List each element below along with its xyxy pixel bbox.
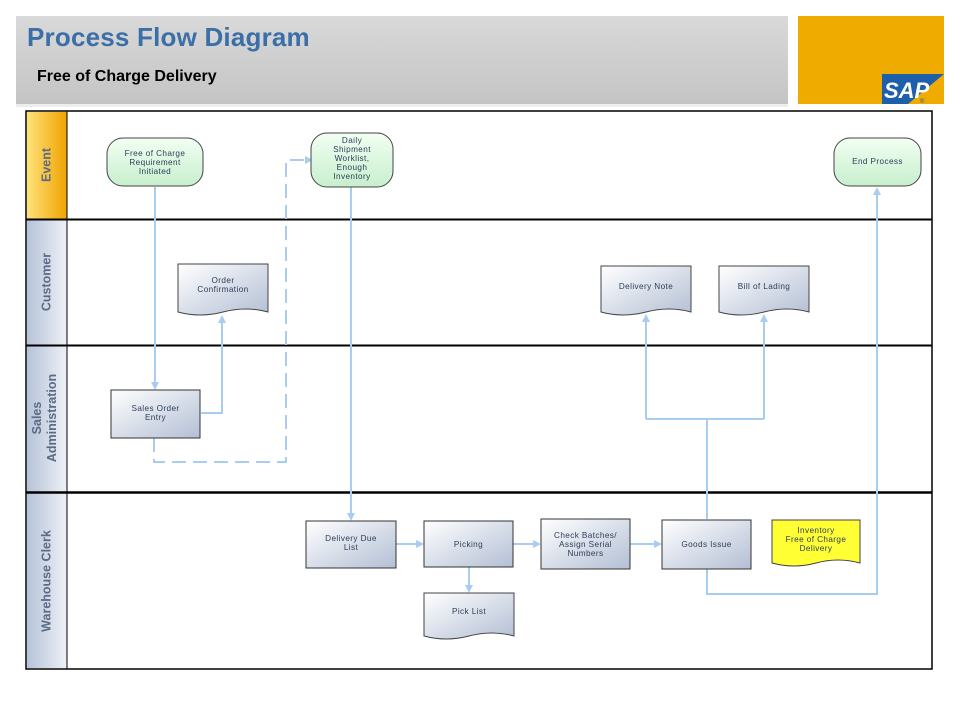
task-goods-issue-label: Goods Issue	[681, 540, 732, 549]
svg-text:®: ®	[920, 98, 925, 104]
task-check-batches-label: Check Batches/ Assign Serial Numbers	[554, 530, 617, 558]
lane-header-event	[27, 112, 67, 219]
document-order-confirmation	[177, 263, 269, 316]
document-pick-list	[423, 592, 515, 640]
document-inventory-foc-label: Inventory Free of Charge Delivery	[785, 525, 847, 553]
lane-label-warehouse: Warehouse Clerk	[39, 530, 54, 632]
connector-arrow	[201, 315, 226, 414]
document-pick-list-label: Pick List	[451, 606, 487, 616]
event-end-process-label: End Process	[852, 156, 903, 166]
task-sales-order-entry	[110, 389, 201, 439]
task-sales-order-entry-label: Sales Order Entry	[131, 404, 180, 422]
event-daily-shipment	[310, 132, 394, 188]
document-delivery-note-label: Delivery Note	[618, 281, 674, 291]
dashed-connector-arrow	[153, 156, 313, 463]
document-delivery-note	[600, 265, 692, 316]
sap-logo-text: SAP	[884, 78, 930, 103]
task-picking	[423, 520, 514, 568]
document-order-confirmation-label: Order Confirmation	[197, 276, 249, 294]
lane-label-customer: Customer	[39, 252, 54, 312]
page-title: Process Flow Diagram	[27, 22, 310, 52]
task-goods-issue	[661, 519, 752, 570]
lane-label-event: Event	[39, 147, 54, 183]
task-delivery-due-list-label: Delivery Due List	[325, 534, 377, 552]
event-foc-initiated	[106, 137, 204, 187]
task-delivery-due-list	[305, 520, 397, 569]
event-daily-shipment-label: Daily Shipment Worklist, Enough Inventor…	[333, 135, 371, 181]
event-end-process	[833, 137, 922, 187]
lane-header-sales-admin	[27, 346, 67, 492]
connector-arrow	[706, 187, 881, 595]
document-bill-of-lading	[718, 265, 810, 316]
header-bar: Process Flow Diagram Free of Charge Deli…	[16, 16, 788, 107]
task-picking-label: Picking	[453, 539, 484, 549]
lane-header-warehouse	[27, 493, 67, 668]
sap-logo: SAP ®	[798, 16, 944, 105]
lane-header-customer	[27, 220, 67, 345]
document-inventory-foc	[771, 519, 861, 567]
page-subtitle: Free of Charge Delivery	[37, 68, 217, 85]
document-bill-of-lading-label: Bill of Lading	[737, 281, 791, 291]
event-foc-initiated-label: Free of Charge Requirement Initiated	[124, 148, 186, 176]
sap-logo-mark: SAP ®	[882, 74, 944, 105]
lane-label-sales-admin: Sales Administration	[30, 373, 59, 463]
task-check-batches	[540, 518, 631, 570]
